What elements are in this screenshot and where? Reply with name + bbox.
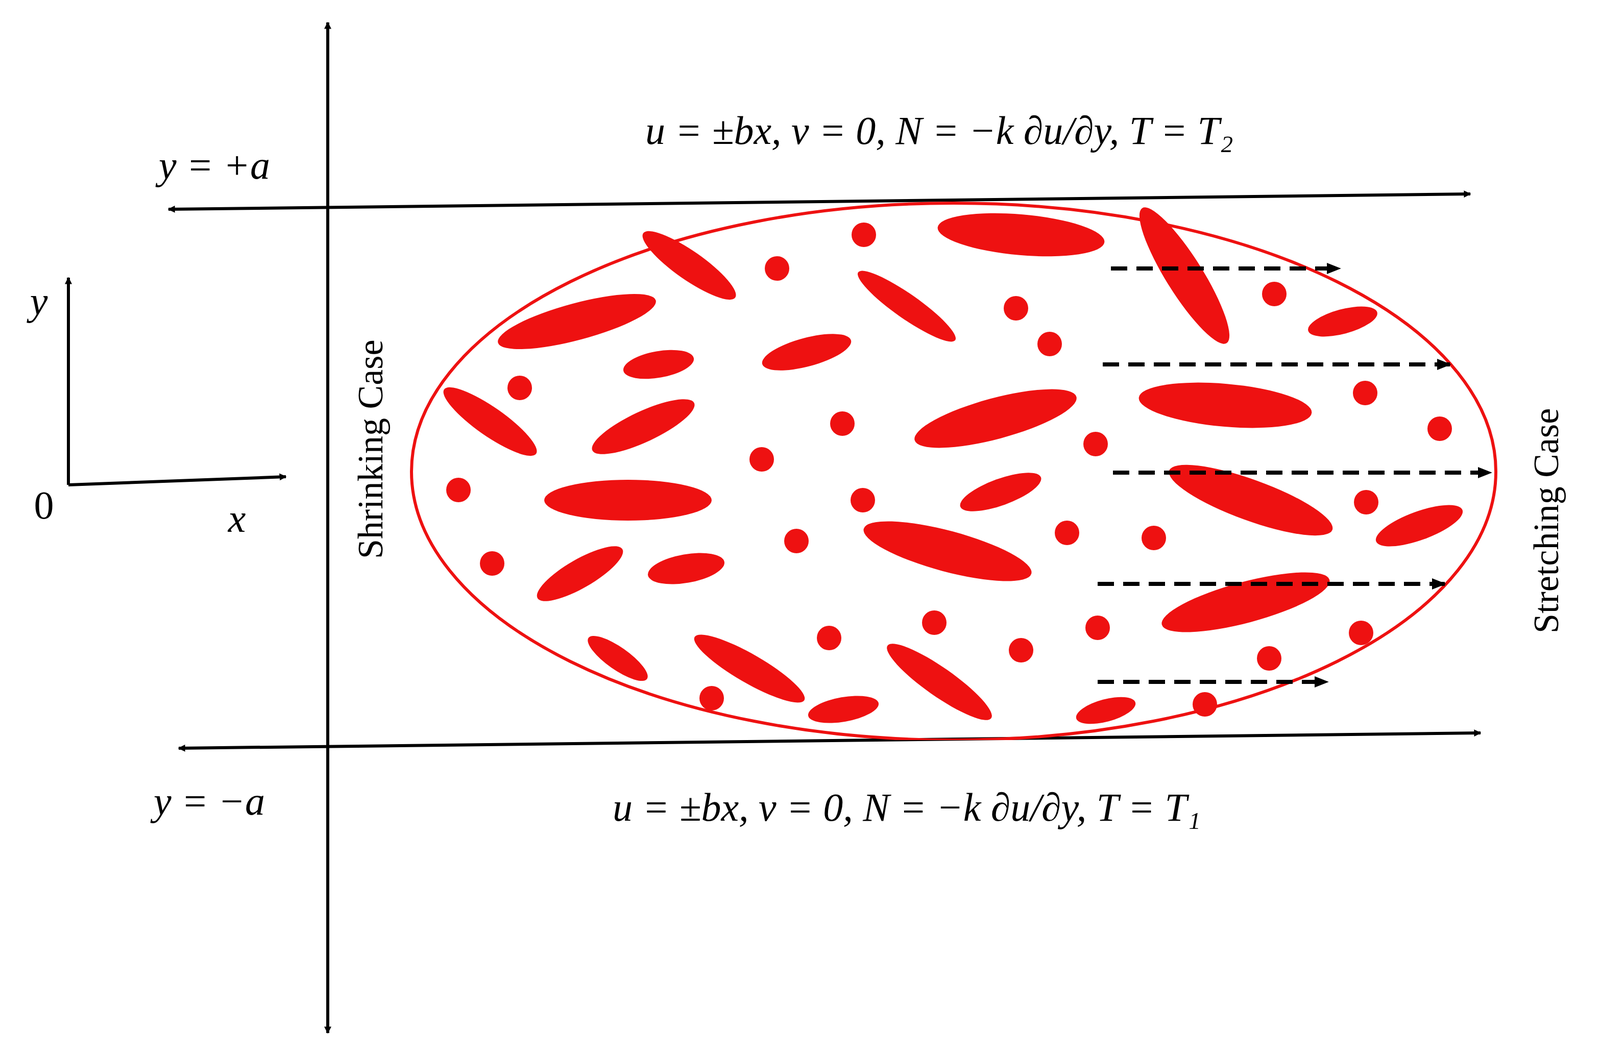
round-cell [1348,620,1374,646]
elongated-cell [955,465,1046,520]
case-label: Shrinking Case [350,339,392,560]
elongated-cell [1136,376,1314,434]
round-cell [446,477,471,503]
round-cell [699,686,724,711]
round-cell [479,551,505,576]
flow-arrow [1110,266,1340,271]
flow-arrow [1097,680,1328,685]
elongated-cell [687,624,812,713]
wall-position: y = +a [158,142,271,189]
round-cell [1037,331,1062,357]
lower-plate [178,733,1481,749]
case-label: Stretching Case [1526,407,1568,634]
axis-label: x [228,495,247,542]
elongated-cell [586,389,701,465]
round-cell [1083,431,1108,457]
fluid-boundary [411,203,1496,741]
elongated-cell [879,634,1000,731]
round-cell [816,625,842,651]
elongated-cell [806,691,881,729]
elongated-cell [635,221,744,310]
round-cell [1008,638,1034,663]
elongated-cell [851,262,963,351]
elongated-cell [582,628,654,689]
round-cell [1427,416,1452,442]
round-cell [1262,281,1287,307]
elongated-cell [758,326,855,379]
axis-label: y [30,278,48,325]
round-cell [1085,615,1110,641]
round-cell [784,528,809,554]
round-cell [749,447,774,472]
round-cell [507,375,532,401]
round-cell [1256,646,1282,671]
round-cell [850,488,876,513]
round-cell [922,610,947,636]
vertical-axis [326,22,330,1034]
flow-arrow [1102,362,1450,367]
elongated-cell [909,377,1082,460]
round-cell [851,222,877,248]
round-cell [1054,520,1080,546]
round-cell [1141,525,1167,551]
elongated-cell [1304,300,1381,344]
flow-arrows [1097,268,1491,683]
cells [435,198,1468,731]
elongated-cell [1371,496,1468,555]
round-cell [764,256,790,281]
elongated-cell [1073,691,1138,730]
elongated-cell [1162,451,1340,549]
elongated-cell [1156,560,1335,645]
elongated-cell [621,345,697,384]
round-cell [1192,692,1218,717]
round-cell [830,411,855,436]
y-axis [66,277,70,486]
elongated-cell [935,207,1107,263]
elongated-cell [645,547,727,590]
origin-label: 0 [34,482,55,529]
flow-arrow [1112,470,1491,475]
elongated-cell [493,282,661,361]
elongated-cell [1126,198,1243,354]
elongated-cell [858,508,1037,594]
boundary-condition: u = ±bx, v = 0, N = −k ∂u/∂y, T = T₁ [612,784,1201,831]
boundary-condition: u = ±bx, v = 0, N = −k ∂u/∂y, T = T₂ [645,107,1234,154]
x-axis [68,476,286,486]
round-cell [1353,490,1379,515]
round-cell [1003,296,1029,321]
upper-plate [168,194,1471,210]
flow-arrow [1097,582,1445,587]
elongated-cell [530,537,630,611]
elongated-cell [544,479,712,521]
round-cell [1352,380,1378,406]
wall-position: y = −a [153,778,265,825]
